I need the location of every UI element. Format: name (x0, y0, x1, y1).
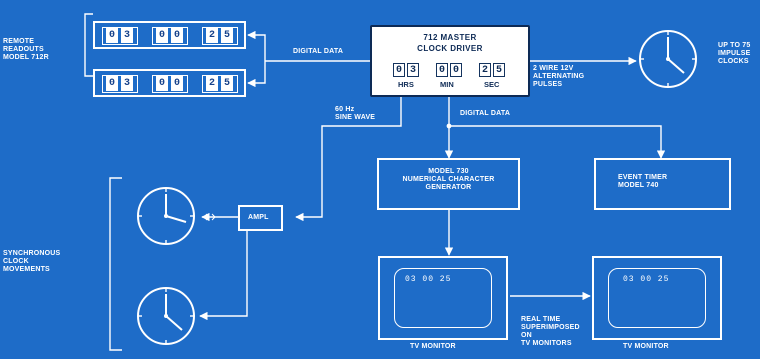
readout-hours: 0 3 (102, 27, 138, 45)
label-line: SYNCHRONOUS (3, 250, 61, 257)
sine-wave-line (295, 97, 402, 222)
impulse-clocks-label: UP TO 75 IMPULSE CLOCKS (718, 42, 751, 66)
tv-time-readout: 03 00 25 (405, 275, 452, 284)
label-line: TV MONITORS (521, 340, 572, 347)
digit: 2 (206, 76, 218, 91)
digit: 3 (121, 76, 133, 91)
seconds-digit: 5 (493, 63, 505, 77)
label-line: 2 WIRE 12V (533, 65, 574, 72)
sync-bracket (109, 177, 122, 351)
tv-time-readout: 03 00 25 (623, 275, 670, 284)
digit: 2 (206, 28, 218, 43)
unit-sec: SEC (484, 80, 500, 89)
tv-monitor-left-label: TV MONITOR (410, 343, 456, 350)
readout-minutes: 0 0 (152, 27, 188, 45)
digit: 0 (171, 76, 183, 91)
character-generator: MODEL 730 NUMERICAL CHARACTER GENERATOR (377, 158, 520, 210)
seconds-digit: 2 (479, 63, 491, 77)
label-line: MODEL 730 (428, 168, 469, 175)
readout-hours: 0 3 (102, 75, 138, 93)
master-clock-driver: 712 MASTER CLOCK DRIVER 0 3 0 0 2 5 HRS … (370, 25, 530, 97)
label-line: CLOCK (3, 258, 29, 265)
digit: 3 (121, 28, 133, 43)
event-timer-link (449, 125, 666, 159)
digit: 0 (106, 76, 118, 91)
amplifier-box: AMPL (238, 205, 283, 231)
event-timer-text: EVENT TIMER MODEL 740 (618, 174, 667, 190)
label-line: GENERATOR (425, 184, 472, 191)
impulse-clock-icon (639, 30, 697, 88)
readout-seconds: 2 5 (202, 75, 238, 93)
ampl-to-clock2-line (199, 231, 248, 321)
label-line: REMOTE (3, 38, 35, 45)
digit: 0 (156, 76, 168, 91)
label-line: 60 Hz (335, 106, 355, 113)
readout-top-link (247, 30, 266, 61)
minutes-digit: 0 (436, 63, 448, 77)
event-timer: EVENT TIMER MODEL 740 (594, 158, 731, 210)
sine-wave-label: 60 Hz SINE WAVE (335, 106, 375, 122)
label-line: READOUTS (3, 46, 44, 53)
remote-readout-bottom: 0 3 0 0 2 5 (93, 69, 246, 97)
sync-clock-top-icon (137, 187, 195, 245)
remote-readouts-bracket (84, 13, 93, 77)
label-line: ALTERNATING (533, 73, 585, 80)
synchronous-label: SYNCHRONOUS CLOCK MOVEMENTS (3, 250, 60, 274)
readout-seconds: 2 5 (202, 27, 238, 45)
unit-min: MIN (440, 80, 454, 89)
digital-data-label-center: DIGITAL DATA (460, 110, 511, 117)
label-line: ON (521, 332, 532, 339)
remote-readout-top: 0 3 0 0 2 5 (93, 21, 246, 49)
unit-hrs: HRS (398, 80, 414, 89)
real-time-label: REAL TIME SUPERIMPOSED ON TV MONITORS (521, 316, 580, 348)
digit: 5 (221, 76, 233, 91)
tv-monitor-left: 03 00 25 (378, 256, 508, 340)
label-line: IMPULSE (718, 50, 751, 57)
label-line: MOVEMENTS (3, 266, 50, 273)
readout-bottom-link (247, 61, 266, 88)
label-line: EVENT TIMER (618, 174, 668, 181)
tv-monitor-right: 03 00 25 (592, 256, 722, 340)
generator-text: MODEL 730 NUMERICAL CHARACTER GENERATOR (379, 168, 518, 192)
two-wire-label: 2 WIRE 12V ALTERNATING PULSES (533, 65, 584, 89)
digit: 5 (221, 28, 233, 43)
label-line: MODEL 712R (3, 54, 49, 61)
tv-monitor-right-label: TV MONITOR (623, 343, 669, 350)
hours-digit: 0 (393, 63, 405, 77)
label-line: CLOCKS (718, 58, 749, 65)
label-line: SINE WAVE (335, 114, 376, 121)
digit: 0 (106, 28, 118, 43)
sync-clock-bottom-icon (137, 287, 195, 345)
label-line: NUMERICAL CHARACTER (402, 176, 495, 183)
label-line: PULSES (533, 81, 563, 88)
minutes-digit: 0 (450, 63, 462, 77)
master-subtitle: CLOCK DRIVER (417, 44, 483, 53)
label-line: MODEL 740 (618, 182, 659, 189)
digit: 0 (171, 28, 183, 43)
digital-data-label-left: DIGITAL DATA (293, 48, 344, 55)
label-line: SUPERIMPOSED (521, 324, 580, 331)
remote-readouts-label: REMOTE READOUTS MODEL 712R (3, 38, 49, 62)
tv-screen: 03 00 25 (394, 268, 492, 328)
hours-digit: 3 (407, 63, 419, 77)
readout-minutes: 0 0 (152, 75, 188, 93)
tv-screen: 03 00 25 (608, 268, 706, 328)
digit: 0 (156, 28, 168, 43)
label-line: UP TO 75 (718, 42, 751, 49)
label-line: REAL TIME (521, 316, 561, 323)
master-title: 712 MASTER (423, 33, 477, 42)
ampl-label: AMPL (248, 214, 269, 221)
